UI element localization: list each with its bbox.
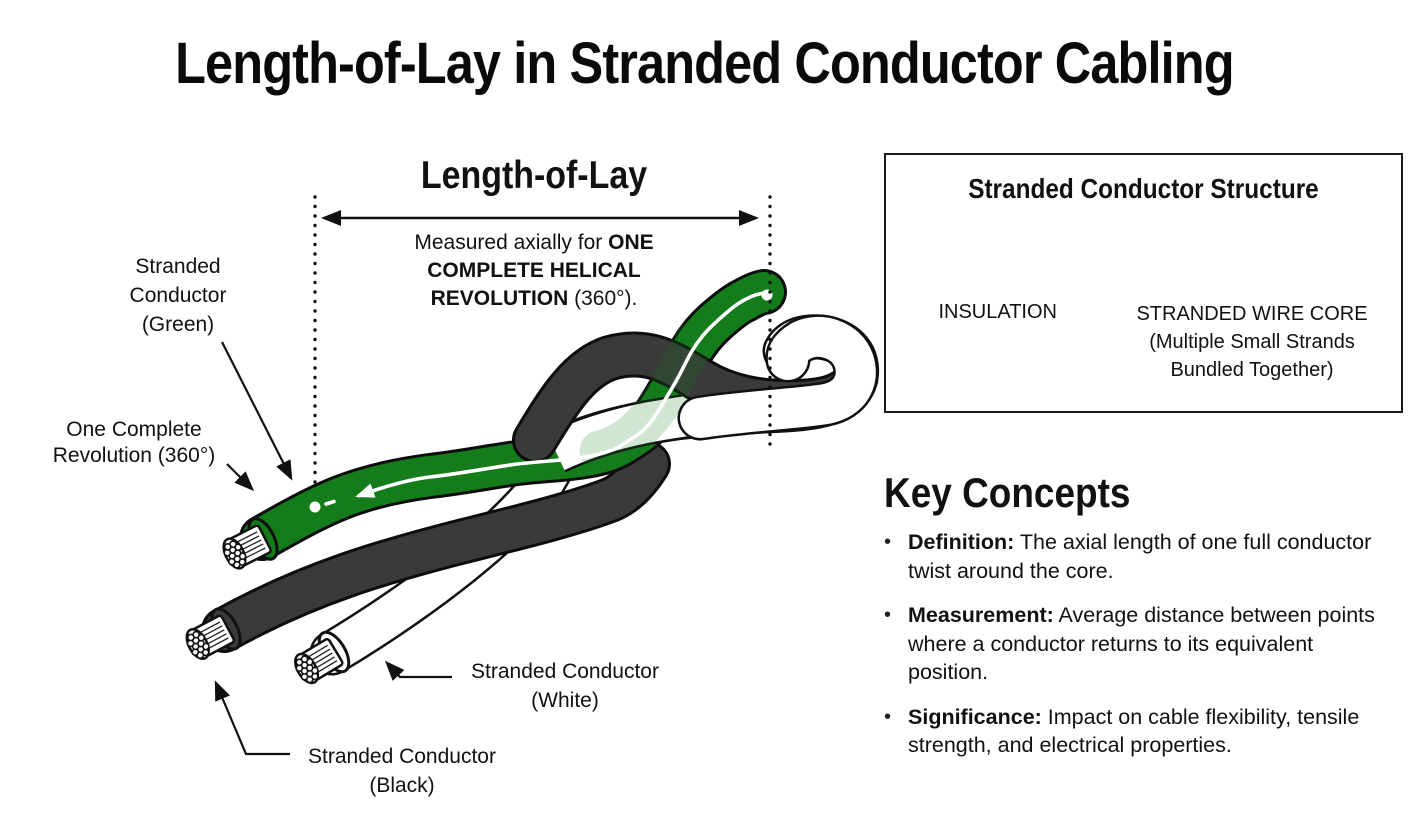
- twisted-cables-illustration: [180, 269, 880, 689]
- white-cable-tip: [677, 314, 879, 441]
- white-conductor-label: Stranded Conductor (White): [471, 660, 659, 712]
- list-item: • Measurement: Average distance between …: [884, 601, 1376, 687]
- white-cable-cut-end: [289, 630, 351, 689]
- bullet-icon: •: [884, 531, 892, 553]
- list-item: • Definition: The axial length of one fu…: [884, 528, 1376, 585]
- black-cable-cut-end: [180, 607, 242, 664]
- green-label-arrow: [221, 341, 293, 481]
- measurement-note: Measured axially for ONE COMPLETE HELICA…: [414, 231, 654, 310]
- key-concepts-list: • Definition: The axial length of one fu…: [884, 528, 1376, 776]
- one-complete-revolution-label: One Complete Revolution (360°): [52, 418, 216, 467]
- key-concepts-heading: Key Concepts: [884, 469, 1131, 516]
- insulation-label: INSULATION: [938, 301, 1057, 323]
- revolution-label-arrow: [226, 463, 255, 492]
- list-item: • Significance: Impact on cable flexibil…: [884, 703, 1376, 760]
- green-conductor-label: Stranded Conductor (Green): [129, 255, 227, 336]
- structure-box-title: Stranded Conductor Structure: [968, 173, 1319, 204]
- bullet-icon: •: [884, 705, 892, 728]
- green-cable-cut-end: [217, 517, 279, 574]
- white-label-arrow: [384, 660, 452, 681]
- revolution-start-dot: [309, 501, 321, 513]
- structure-box: [884, 153, 1403, 413]
- green-cable-hidden-ghost: [579, 319, 717, 472]
- black-conductor-label: Stranded Conductor (Black): [308, 745, 496, 797]
- stranded-wire-core-label: STRANDED WIRE CORE (Multiple Small Stran…: [1136, 303, 1368, 381]
- black-cable: [201, 441, 671, 653]
- bullet-icon: •: [884, 604, 892, 626]
- black-label-arrow: [214, 680, 290, 756]
- length-of-lay-heading: Length-of-Lay: [420, 154, 648, 197]
- page-title: Length-of-Lay in Stranded Conductor Cabl…: [174, 31, 1234, 96]
